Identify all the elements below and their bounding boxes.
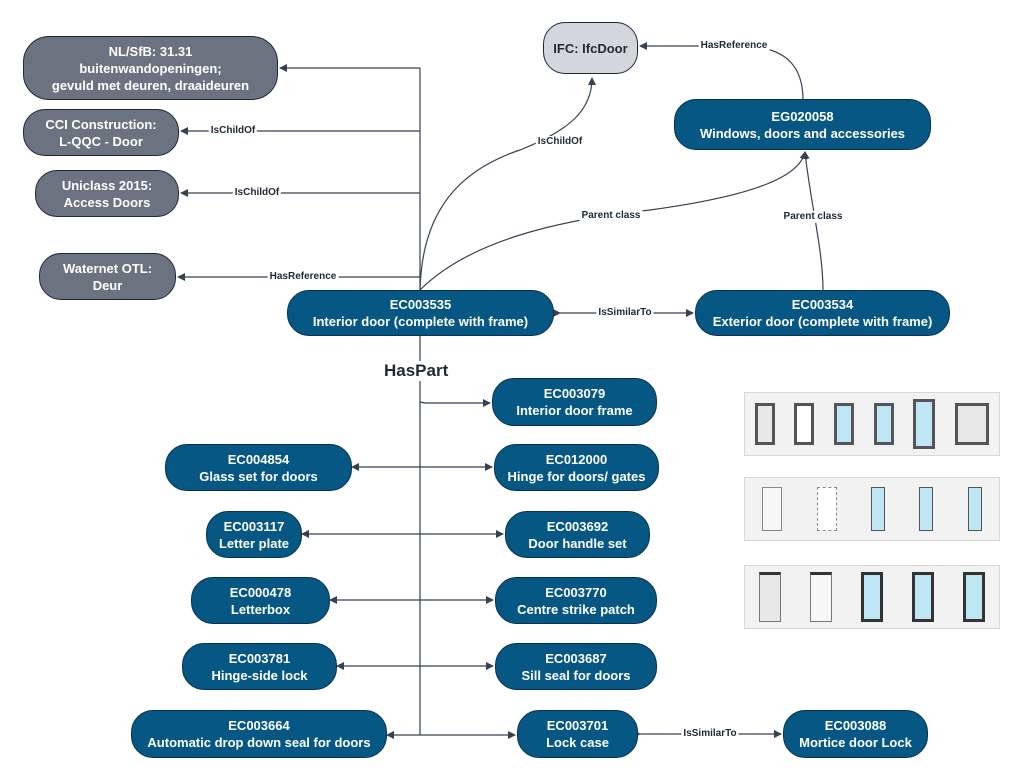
node-ec003088[interactable]: EC003088 Mortice door Lock bbox=[783, 710, 928, 758]
door-drawings-row-1 bbox=[744, 392, 1000, 456]
node-ec003079[interactable]: EC003079 Interior door frame bbox=[492, 378, 657, 426]
door-drawing bbox=[911, 572, 934, 622]
edge-parent-exterior bbox=[801, 151, 824, 291]
node-ec003692[interactable]: EC003692 Door handle set bbox=[505, 511, 650, 558]
edge-label-ischildof-ifc: IsChildOf bbox=[535, 136, 585, 148]
door-drawing bbox=[794, 403, 815, 445]
edge-label-issimilarto-lock: IsSimilarTo bbox=[681, 728, 739, 740]
door-drawing bbox=[860, 572, 883, 622]
node-ec012000[interactable]: EC012000 Hinge for doors/ gates bbox=[494, 444, 659, 491]
edge-label-parent-class-exterior: Parent class bbox=[781, 211, 845, 223]
door-drawings-row-2 bbox=[744, 477, 1000, 541]
door-drawing bbox=[870, 487, 885, 531]
node-cci[interactable]: CCI Construction: L-QQC - Door bbox=[23, 109, 179, 156]
edge-label-ischildof-cci: IsChildOf bbox=[208, 125, 258, 137]
node-waternet[interactable]: Waternet OTL: Deur bbox=[39, 253, 176, 300]
door-drawing bbox=[967, 487, 982, 531]
node-ec003535[interactable]: EC003535 Interior door (complete with fr… bbox=[287, 290, 554, 336]
node-eg020058[interactable]: EG020058 Windows, doors and accessories bbox=[674, 99, 931, 150]
node-ec003770[interactable]: EC003770 Centre strike patch bbox=[495, 577, 657, 624]
door-drawing bbox=[913, 399, 936, 449]
door-drawing bbox=[762, 487, 783, 531]
node-ec003117[interactable]: EC003117 Letter plate bbox=[206, 511, 302, 558]
node-ifc[interactable]: IFC: IfcDoor bbox=[543, 22, 638, 74]
door-drawing bbox=[810, 572, 833, 622]
door-drawing bbox=[962, 572, 985, 622]
node-ec003781[interactable]: EC003781 Hinge-side lock bbox=[182, 643, 337, 690]
door-drawing bbox=[834, 403, 855, 445]
node-nlsfb[interactable]: NL/SfB: 31.31 buitenwandopeningen; gevul… bbox=[23, 36, 278, 100]
door-drawing bbox=[759, 572, 782, 622]
edge-label-hasreference-ifc: HasReference bbox=[698, 40, 770, 52]
edge-label-parent-class-interior: Parent class bbox=[579, 210, 643, 222]
door-drawings-row-3 bbox=[744, 565, 1000, 629]
edge-label-ischildof-uniclass: IsChildOf bbox=[232, 187, 282, 199]
node-ec003664[interactable]: EC003664 Automatic drop down seal for do… bbox=[131, 710, 387, 758]
edge-label-issimilarto-doors: IsSimilarTo bbox=[596, 307, 654, 319]
edge-parent-interior bbox=[419, 151, 808, 291]
door-drawing bbox=[754, 403, 775, 445]
edge-ifc bbox=[419, 77, 596, 291]
door-drawing bbox=[816, 487, 837, 531]
door-drawing bbox=[873, 403, 894, 445]
edge-label-hasreference-waternet: HasReference bbox=[267, 271, 339, 283]
node-ec004854[interactable]: EC004854 Glass set for doors bbox=[165, 444, 352, 491]
node-ec003534[interactable]: EC003534 Exterior door (complete with fr… bbox=[695, 290, 950, 336]
node-ec003687[interactable]: EC003687 Sill seal for doors bbox=[495, 643, 657, 690]
edge-hasreference-ifc bbox=[639, 42, 804, 101]
door-drawing bbox=[919, 487, 934, 531]
node-uniclass[interactable]: Uniclass 2015: Access Doors bbox=[35, 170, 179, 217]
haspart-label: HasPart bbox=[381, 361, 452, 381]
node-ec000478[interactable]: EC000478 Letterbox bbox=[191, 577, 330, 624]
node-ec003701[interactable]: EC003701 Lock case bbox=[517, 710, 638, 758]
door-drawing bbox=[955, 403, 990, 445]
